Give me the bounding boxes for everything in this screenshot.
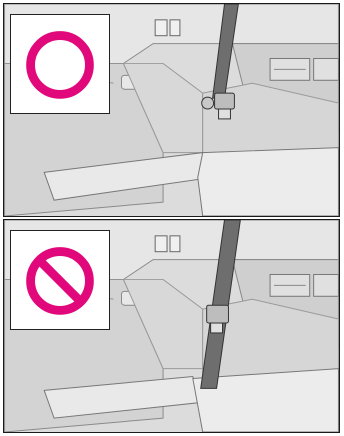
- incorrect-badge: [10, 230, 110, 330]
- circle-ok-icon: [11, 15, 109, 113]
- panel-incorrect-position: [3, 219, 340, 433]
- panel-correct-position: [3, 3, 340, 217]
- prohibited-icon: [11, 231, 109, 329]
- correct-badge: [10, 14, 110, 114]
